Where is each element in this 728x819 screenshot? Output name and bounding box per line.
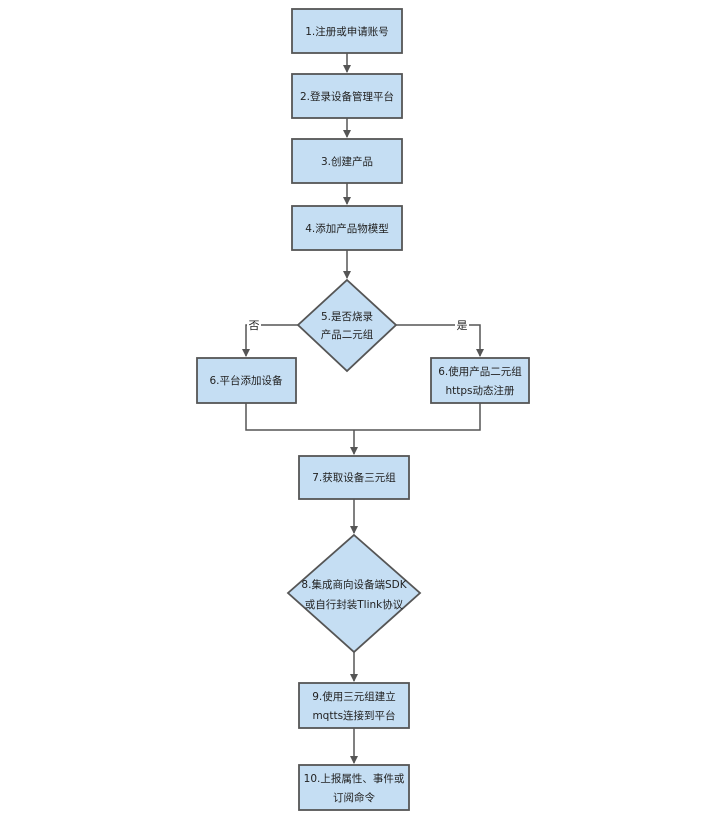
node-1-box	[291, 8, 403, 54]
node-6a-label: 6.平台添加设备	[209, 374, 283, 387]
node-3-label: 3.创建产品	[321, 155, 373, 168]
node-4-box	[291, 205, 403, 251]
node-2-label: 2.登录设备管理平台	[300, 90, 394, 103]
node-6a-box	[196, 357, 297, 404]
edge-label-yes: 是	[457, 319, 468, 332]
node-9-label-line1: 9.使用三元组建立	[312, 690, 396, 703]
node-3-box	[291, 138, 403, 184]
node-5-diamond	[296, 278, 398, 373]
node-6b-label-line1: 6.使用产品二元组	[438, 365, 522, 378]
node-6b-box	[430, 357, 530, 404]
edge-6a-merge	[245, 403, 481, 431]
node-5-label-line2: 产品二元组	[321, 328, 374, 341]
node-9-label-line2: mqtts连接到平台	[312, 709, 395, 722]
node-6b-label-line2: https动态注册	[445, 384, 515, 397]
node-10-label-line2: 订阅命令	[333, 791, 375, 804]
node-7-label: 7.获取设备三元组	[312, 471, 396, 484]
node-4-label: 4.添加产品物模型	[305, 222, 389, 235]
node-8-diamond	[286, 533, 422, 654]
node-8-label-line1: 8.集成商向设备端SDK	[301, 578, 407, 591]
node-10-box	[298, 764, 410, 811]
node-5-label-line1: 5.是否烧录	[321, 310, 373, 323]
node-9-box	[298, 682, 410, 729]
node-10-label-line1: 10.上报属性、事件或	[304, 772, 405, 785]
edge-label-no: 否	[249, 319, 260, 332]
node-1-label: 1.注册或申请账号	[305, 25, 389, 38]
edge-5-6a	[242, 324, 298, 357]
node-8-label-line2: 或自行封装Tlink协议	[305, 598, 404, 611]
node-2-box	[291, 73, 403, 119]
node-7-box	[298, 455, 410, 500]
edge-5-6b	[396, 324, 484, 357]
